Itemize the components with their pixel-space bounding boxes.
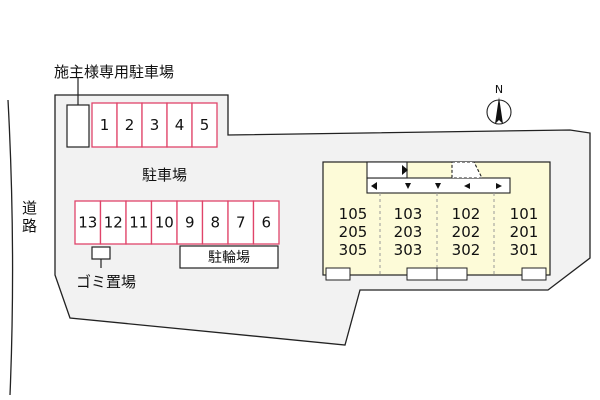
unit-number: 202 [452, 223, 481, 241]
stair-block-right [451, 161, 483, 179]
entrance-arrow [496, 183, 502, 189]
parking-space [125, 200, 153, 245]
parking-space-number: 2 [125, 116, 135, 134]
parking-space-number: 6 [261, 214, 271, 232]
stair-block-left [366, 161, 408, 179]
parking-space [252, 200, 280, 245]
entrance-arrow [402, 165, 408, 175]
balcony [325, 267, 351, 281]
bicycle-parking-label: 駐輪場 [208, 249, 250, 266]
parking-space-number: 8 [210, 214, 220, 232]
balcony [521, 267, 547, 281]
owner-parking-space [66, 104, 90, 148]
unit-number: 302 [452, 241, 481, 259]
garbage-label: ゴミ置場 [76, 273, 136, 291]
parking-space [91, 102, 118, 148]
garbage-area [91, 246, 111, 260]
parking-space [99, 200, 127, 245]
parking-space-number: 4 [175, 116, 185, 134]
unit-number: 201 [510, 223, 539, 241]
parking-space [141, 102, 168, 148]
unit-number: 205 [339, 223, 368, 241]
unit-number: 301 [510, 241, 539, 259]
parking-label: 駐車場 [142, 166, 187, 184]
north-label: N [495, 83, 503, 96]
parking-space-number: 11 [129, 214, 148, 232]
entrance-arrow [435, 183, 441, 189]
parking-space-number: 7 [236, 214, 246, 232]
parking-space-number: 5 [200, 116, 210, 134]
parking-space [191, 102, 218, 148]
entrance-arrow [371, 182, 377, 190]
balcony [406, 267, 438, 281]
road-label: 道路 [22, 199, 37, 235]
unit-number: 103 [394, 205, 423, 223]
north-arrow-needle [495, 97, 503, 124]
parking-space [150, 200, 178, 245]
parking-space [227, 200, 255, 245]
parking-space-number: 9 [185, 214, 195, 232]
parking-space [116, 102, 143, 148]
road-edge-line [7, 99, 14, 396]
entrance-arrow [405, 183, 411, 189]
parking-space-number: 12 [104, 214, 123, 232]
north-arrow: N [486, 83, 512, 125]
unit-number: 305 [339, 241, 368, 259]
parking-space [176, 200, 204, 245]
balcony [436, 267, 468, 281]
bicycle-parking-area [179, 245, 279, 269]
owner-parking-label: 施主様専用駐車場 [54, 63, 174, 81]
unit-number: 105 [339, 205, 368, 223]
unit-number: 203 [394, 223, 423, 241]
parking-space-number: 1 [100, 116, 110, 134]
parking-space-number: 3 [150, 116, 160, 134]
parking-space-number: 10 [155, 214, 174, 232]
entrance-arrow [464, 183, 470, 189]
parking-space-number: 13 [78, 214, 97, 232]
unit-number: 102 [452, 205, 481, 223]
unit-number: 303 [394, 241, 423, 259]
unit-number: 101 [510, 205, 539, 223]
